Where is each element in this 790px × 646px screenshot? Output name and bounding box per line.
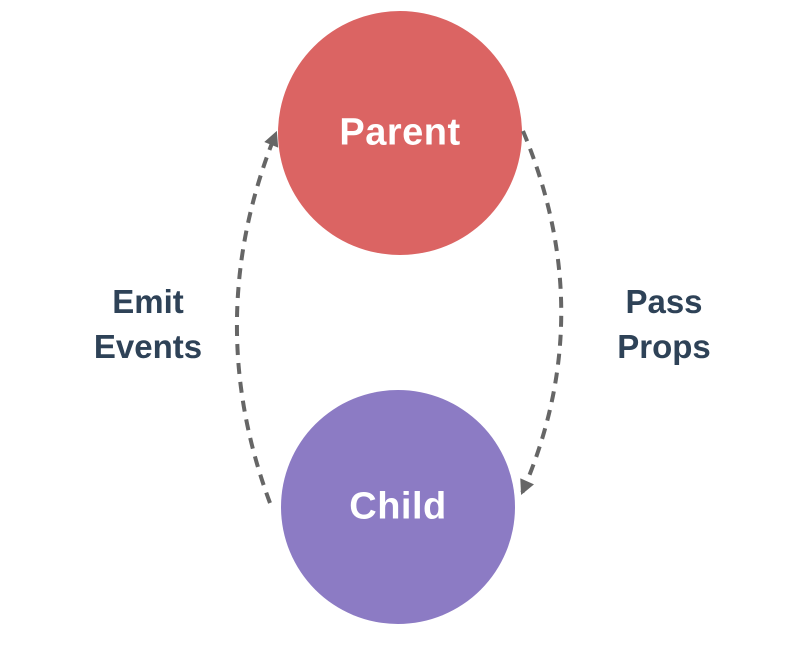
child-node-label: Child [349, 485, 447, 528]
parent-node-label: Parent [339, 111, 461, 154]
edge-label-line: Props [617, 328, 711, 365]
edge-label-line: Emit [112, 283, 184, 320]
edge-pass-props [520, 130, 564, 496]
child-node-circle [281, 390, 515, 624]
edge-label-pass-props: Pass Props [617, 279, 711, 369]
edge-label-line: Pass [625, 283, 703, 320]
edge-label-line: Events [93, 328, 203, 365]
parent-node-circle [278, 11, 522, 255]
edge-emit-events [235, 130, 279, 504]
edge-label-emit-events: Emit Events [94, 279, 202, 369]
